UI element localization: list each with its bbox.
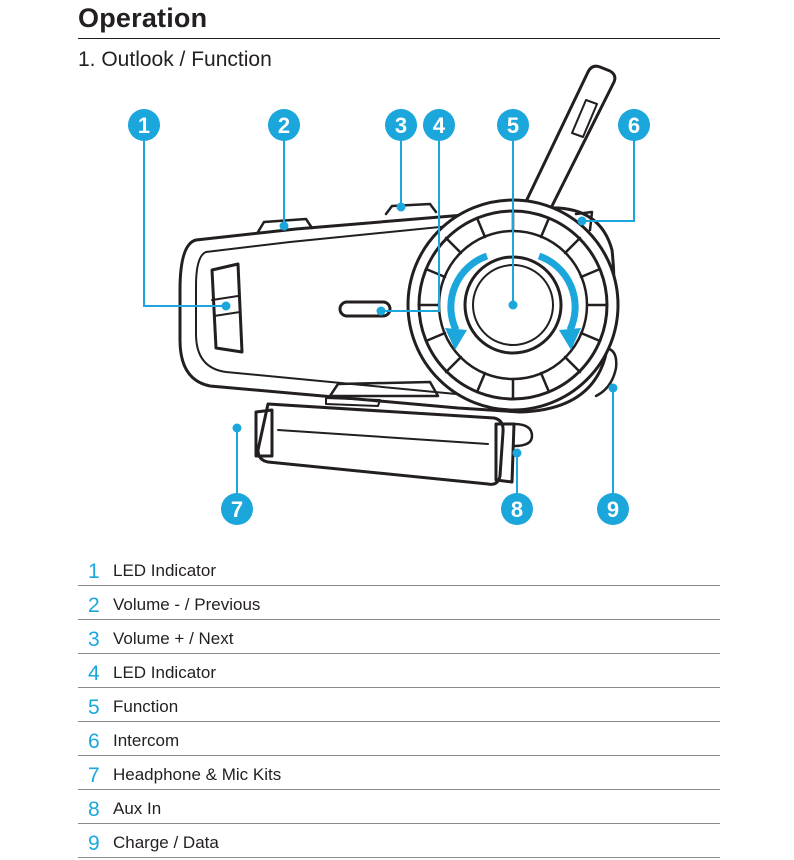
title-divider <box>78 38 720 39</box>
svg-text:9: 9 <box>607 497 619 522</box>
callout-8: 8 <box>501 493 533 525</box>
callout-9: 9 <box>597 493 629 525</box>
callout-6: 6 <box>618 109 650 141</box>
callout-3: 3 <box>385 109 417 141</box>
rotation-arrows <box>447 252 579 332</box>
legend-label: Function <box>113 697 179 716</box>
legend-number: 3 <box>88 628 100 651</box>
callout-5: 5 <box>497 109 529 141</box>
arrow-right-icon <box>559 328 581 350</box>
legend-label: Headphone & Mic Kits <box>113 765 282 784</box>
svg-text:2: 2 <box>278 113 290 138</box>
center-led-slot <box>338 300 392 318</box>
legend-label: Intercom <box>113 731 180 750</box>
legend-number: 5 <box>88 696 100 719</box>
callout-7: 7 <box>221 493 253 525</box>
legend-number: 1 <box>88 560 100 583</box>
callout-1: 1 <box>128 109 160 141</box>
device-diagram: 1 2 3 4 5 6 7 8 9 <box>128 64 650 525</box>
legend-label: Aux In <box>113 799 162 818</box>
legend-number: 9 <box>88 832 100 855</box>
svg-text:8: 8 <box>511 497 523 522</box>
svg-text:5: 5 <box>507 113 519 138</box>
legend-label: LED Indicator <box>113 663 216 682</box>
legend-item: 2 Volume - / Previous <box>78 586 720 620</box>
function-legend: 1 LED Indicator 2 Volume - / Previous 3 … <box>78 552 720 858</box>
svg-text:1: 1 <box>138 113 150 138</box>
legend-item: 5 Function <box>78 688 720 722</box>
page-title: Operation <box>78 3 208 33</box>
legend-number: 2 <box>88 594 100 617</box>
legend-number: 8 <box>88 798 100 821</box>
mounting-clamp <box>254 402 534 486</box>
legend-item: 7 Headphone & Mic Kits <box>78 756 720 790</box>
legend-item: 1 LED Indicator <box>78 552 720 586</box>
svg-text:7: 7 <box>231 497 243 522</box>
svg-text:4: 4 <box>433 113 446 138</box>
antenna <box>519 64 617 216</box>
legend-item: 8 Aux In <box>78 790 720 824</box>
legend-item: 3 Volume + / Next <box>78 620 720 654</box>
legend-label: LED Indicator <box>113 561 216 580</box>
legend-item: 9 Charge / Data <box>78 824 720 858</box>
legend-label: Volume - / Previous <box>113 595 261 614</box>
legend-label: Volume + / Next <box>113 629 234 648</box>
leader-lines <box>143 140 635 493</box>
legend-item: 4 LED Indicator <box>78 654 720 688</box>
legend-number: 7 <box>88 764 100 787</box>
callout-4: 4 <box>423 109 455 141</box>
svg-text:6: 6 <box>628 113 640 138</box>
legend-number: 6 <box>88 730 100 753</box>
svg-text:3: 3 <box>395 113 407 138</box>
callout-2: 2 <box>268 109 300 141</box>
legend-item: 6 Intercom <box>78 722 720 756</box>
legend-number: 4 <box>88 662 100 685</box>
section-subtitle: 1. Outlook / Function <box>78 48 272 71</box>
leader-endpoints <box>221 202 618 458</box>
legend-label: Charge / Data <box>113 833 219 852</box>
side-led-window <box>210 262 244 354</box>
arrow-left-icon <box>445 328 467 350</box>
